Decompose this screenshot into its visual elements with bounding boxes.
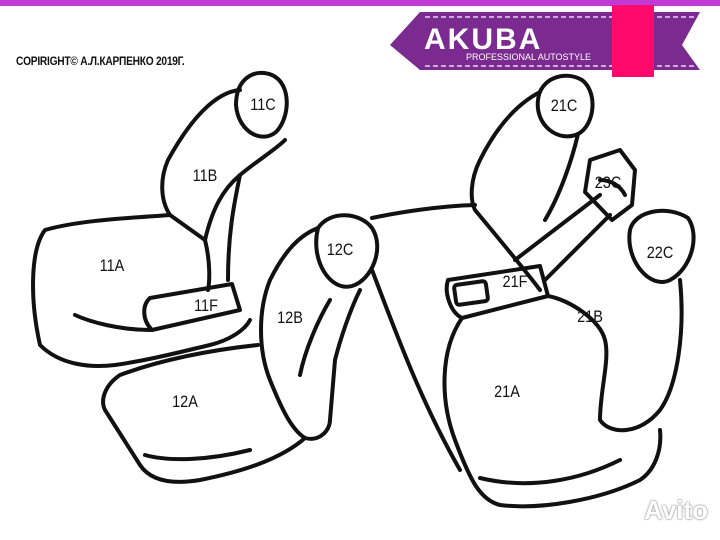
- copyright-text: COPIRIGHT© А.Л.КАРПЕНКО 2019Г.: [16, 54, 185, 68]
- label-11F: 11F: [194, 296, 218, 315]
- seat-11C-headrest: [234, 70, 289, 139]
- svg-text:PROFESSIONAL AUTOSTYLE: PROFESSIONAL AUTOSTYLE: [466, 52, 591, 62]
- label-11C: 11C: [250, 95, 276, 114]
- label-21F: 21F: [502, 272, 528, 291]
- label-21C: 21C: [550, 96, 578, 115]
- seat-11F-armrest: [142, 282, 242, 332]
- label-21B: 21B: [577, 307, 603, 326]
- label-12B: 12B: [277, 308, 303, 327]
- label-22C: 22C: [646, 243, 674, 262]
- seat-21A-cushion: [442, 316, 663, 509]
- seat-22C-headrest: [627, 208, 696, 284]
- seat-21C-headrest: [535, 73, 595, 139]
- seat-11A-cushion: [31, 213, 252, 368]
- seat-21F-armrest: [444, 264, 550, 320]
- seat-23C-headrest: [583, 148, 637, 222]
- label-21A: 21A: [494, 382, 520, 401]
- label-11B: 11B: [192, 166, 218, 185]
- seat-12C-headrest: [314, 213, 380, 289]
- top-border: [0, 0, 720, 6]
- label-12C: 12C: [326, 240, 354, 259]
- seat-12B-backrest: [259, 226, 362, 441]
- avito-watermark: Avito: [643, 495, 708, 525]
- label-23C: 23C: [594, 173, 622, 192]
- label-12A: 12A: [172, 392, 198, 411]
- svg-text:AKUBA: AKUBA: [424, 23, 542, 56]
- brand-logo: AKUBA PROFESSIONAL AUTOSTYLE: [390, 5, 700, 77]
- label-11A: 11A: [99, 256, 125, 275]
- seat-12A-cushion: [101, 343, 307, 484]
